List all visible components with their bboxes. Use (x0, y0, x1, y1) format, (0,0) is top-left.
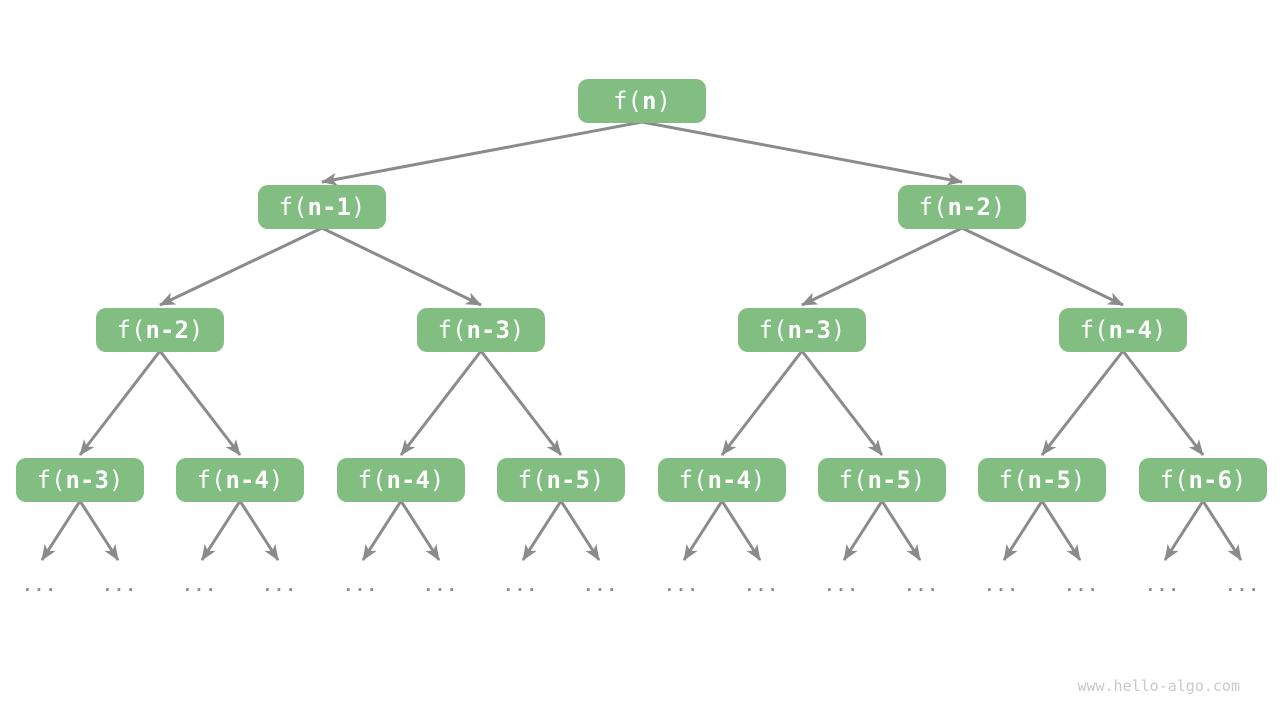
ellipsis-label: ... (263, 576, 298, 595)
ellipsis-label: ... (1065, 576, 1100, 595)
tree-node: f(n-1) (258, 185, 386, 229)
edge-arrow (559, 500, 601, 561)
edge-arrow (321, 226, 482, 307)
node-label: f(n-5) (518, 466, 605, 494)
ellipsis-label: ... (504, 576, 539, 595)
edge-arrow (78, 350, 162, 456)
edge-arrow (1002, 500, 1044, 561)
node-box (898, 185, 1026, 229)
tree-node: f(n-3) (417, 308, 545, 352)
edge-arrow (1201, 500, 1243, 561)
node-label: f(n-5) (839, 466, 926, 494)
node-box (738, 308, 866, 352)
node-label: f(n-2) (919, 193, 1006, 221)
node-box (16, 458, 144, 502)
node-box (258, 185, 386, 229)
node-box (1139, 458, 1267, 502)
tree-node: f(n-5) (497, 458, 625, 502)
edge-arrow (159, 226, 323, 307)
watermark: www.hello-algo.com (1077, 677, 1240, 695)
edge-arrow (361, 500, 403, 561)
edge-arrow (842, 500, 884, 561)
edge-arrow (238, 500, 280, 561)
node-label: f(n-4) (679, 466, 766, 494)
edge-arrow (961, 226, 1124, 307)
edge-arrow (720, 350, 804, 456)
edge-arrow (321, 120, 643, 186)
node-label: f(n-1) (279, 193, 366, 221)
ellipsis-label: ... (424, 576, 459, 595)
tree-node: f(n-5) (818, 458, 946, 502)
ellipsis-label: ... (665, 576, 700, 595)
node-box (96, 308, 224, 352)
tree-node: f(n-2) (898, 185, 1026, 229)
edge-arrow (1121, 350, 1205, 456)
node-box (176, 458, 304, 502)
ellipsis-label: ... (183, 576, 218, 595)
edge-arrow (399, 350, 483, 456)
tree-node: f(n-4) (337, 458, 465, 502)
edge-arrow (641, 120, 963, 186)
tree-node: f(n-5) (978, 458, 1106, 502)
node-label: f(n-4) (197, 466, 284, 494)
tree-node: f(n-4) (658, 458, 786, 502)
node-box (1059, 308, 1187, 352)
edge-arrow (40, 500, 82, 561)
node-label: f(n-3) (759, 316, 846, 344)
ellipsis-label: ... (1226, 576, 1261, 595)
tree-node: f(n-4) (1059, 308, 1187, 352)
edge-arrow (880, 500, 922, 561)
tree-node: f(n-2) (96, 308, 224, 352)
node-label: f(n-3) (37, 466, 124, 494)
ellipsis-label: ... (23, 576, 58, 595)
edge-arrow (801, 226, 963, 307)
edge-arrow (78, 500, 120, 561)
edge-arrow (800, 350, 884, 456)
tree-node: f(n-4) (176, 458, 304, 502)
ellipsis-label: ... (985, 576, 1020, 595)
edge-arrow (720, 500, 762, 561)
node-label: f(n-4) (358, 466, 445, 494)
edge-arrow (1163, 500, 1205, 561)
node-box (818, 458, 946, 502)
tree-node: f(n-3) (738, 308, 866, 352)
ellipsis-layer: ........................................… (23, 576, 1261, 595)
node-box (337, 458, 465, 502)
node-label: f(n-3) (438, 316, 525, 344)
tree-node: f(n-6) (1139, 458, 1267, 502)
node-box (417, 308, 545, 352)
edge-arrow (1040, 350, 1125, 456)
edge-arrow (399, 500, 441, 561)
edge-arrow (521, 500, 563, 561)
ellipsis-label: ... (905, 576, 940, 595)
ellipsis-label: ... (103, 576, 138, 595)
node-box (497, 458, 625, 502)
node-label: f(n) (613, 87, 671, 115)
node-box (578, 79, 706, 123)
edge-arrow (1040, 500, 1082, 561)
ellipsis-label: ... (745, 576, 780, 595)
node-label: f(n-2) (117, 316, 204, 344)
edge-arrow (479, 350, 563, 456)
edge-arrow (682, 500, 724, 561)
nodes-layer: f(n) f(n-1) f(n-2) f(n-2) f(n-3) f(n-3) f(n-4)… (16, 79, 1267, 502)
tree-node: f(n-3) (16, 458, 144, 502)
node-box (658, 458, 786, 502)
ellipsis-label: ... (584, 576, 619, 595)
ellipsis-label: ... (825, 576, 860, 595)
ellipsis-label: ... (1146, 576, 1181, 595)
node-box (978, 458, 1106, 502)
ellipsis-label: ... (344, 576, 379, 595)
edge-arrow (200, 500, 242, 561)
node-label: f(n-4) (1080, 316, 1167, 344)
edge-arrow (158, 350, 242, 456)
node-label: f(n-6) (1160, 466, 1247, 494)
tree-node: f(n) (578, 79, 706, 123)
node-label: f(n-5) (999, 466, 1086, 494)
edges-layer (40, 120, 1243, 561)
